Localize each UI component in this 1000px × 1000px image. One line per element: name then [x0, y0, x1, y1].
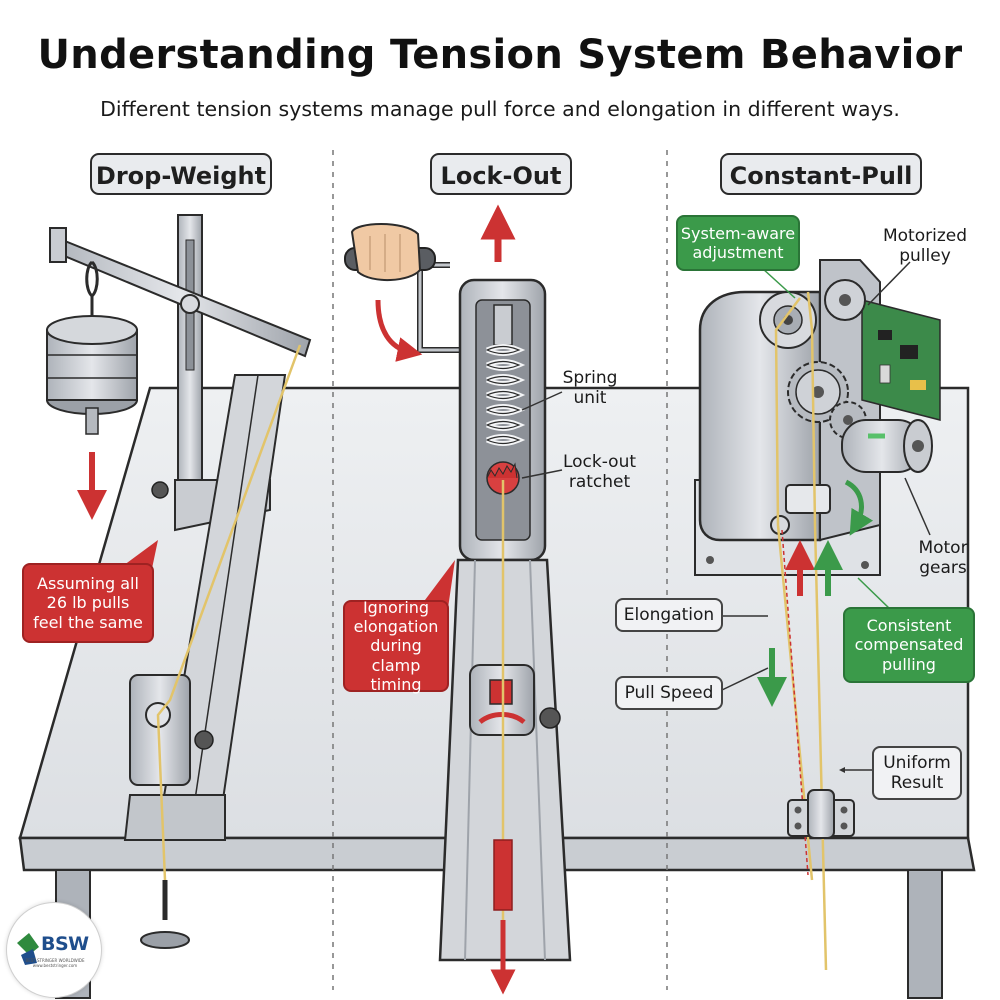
- logo-tagline: BEST STRINGER WORLDWIDE www.beststringer…: [25, 958, 85, 969]
- weight-stack-icon: [46, 315, 138, 435]
- hand-icon: [344, 223, 436, 282]
- pulley-icon: [759, 279, 866, 349]
- callout-drop-weight-assumption: Assuming all 26 lb pulls feel the same: [22, 563, 154, 643]
- heading-drop-weight: Drop-Weight: [90, 153, 272, 195]
- label-spring-unit: Spring unit: [562, 368, 618, 409]
- ratchet-icon: [486, 461, 520, 495]
- lock-out-machine: [344, 204, 572, 995]
- logo-wordmark: BSW: [41, 933, 89, 955]
- constant-pull-machine: [694, 259, 941, 971]
- circuit-board-icon: [861, 299, 941, 421]
- label-lock-out-ratchet: Lock-out ratchet: [562, 452, 637, 493]
- motor-icon: [841, 419, 933, 473]
- gear-icon: [787, 361, 867, 439]
- page-subtitle: Different tension systems manage pull fo…: [100, 97, 900, 121]
- heading-constant-pull: Constant-Pull: [720, 153, 922, 195]
- callout-consistent-compensated-pulling: Consistent compensated pulling: [843, 607, 975, 683]
- label-motor-gears: Motor gears: [918, 538, 968, 579]
- callout-lock-out-elongation: Ignoring elongation during clamp timing: [343, 598, 449, 694]
- label-uniform-result: Uniform Result: [872, 746, 962, 800]
- label-motorized-pulley: Motorized pulley: [882, 226, 968, 267]
- bsw-logo-mark: [17, 933, 39, 965]
- lock-out-callout-pointer: [425, 560, 455, 608]
- drop-weight-machine: [46, 214, 312, 949]
- label-pull-speed: Pull Speed: [615, 676, 723, 710]
- label-elongation: Elongation: [615, 598, 723, 632]
- bsw-logo: BSW BEST STRINGER WORLDWIDE www.beststri…: [6, 902, 102, 998]
- callout-system-aware-adjustment: System-aware adjustment: [676, 215, 800, 271]
- spring-leader: [521, 391, 563, 411]
- spring-icon: [485, 304, 526, 446]
- ratchet-leader: [521, 469, 563, 479]
- heading-lock-out: Lock-Out: [430, 153, 572, 195]
- page-title: Understanding Tension System Behavior: [37, 32, 963, 78]
